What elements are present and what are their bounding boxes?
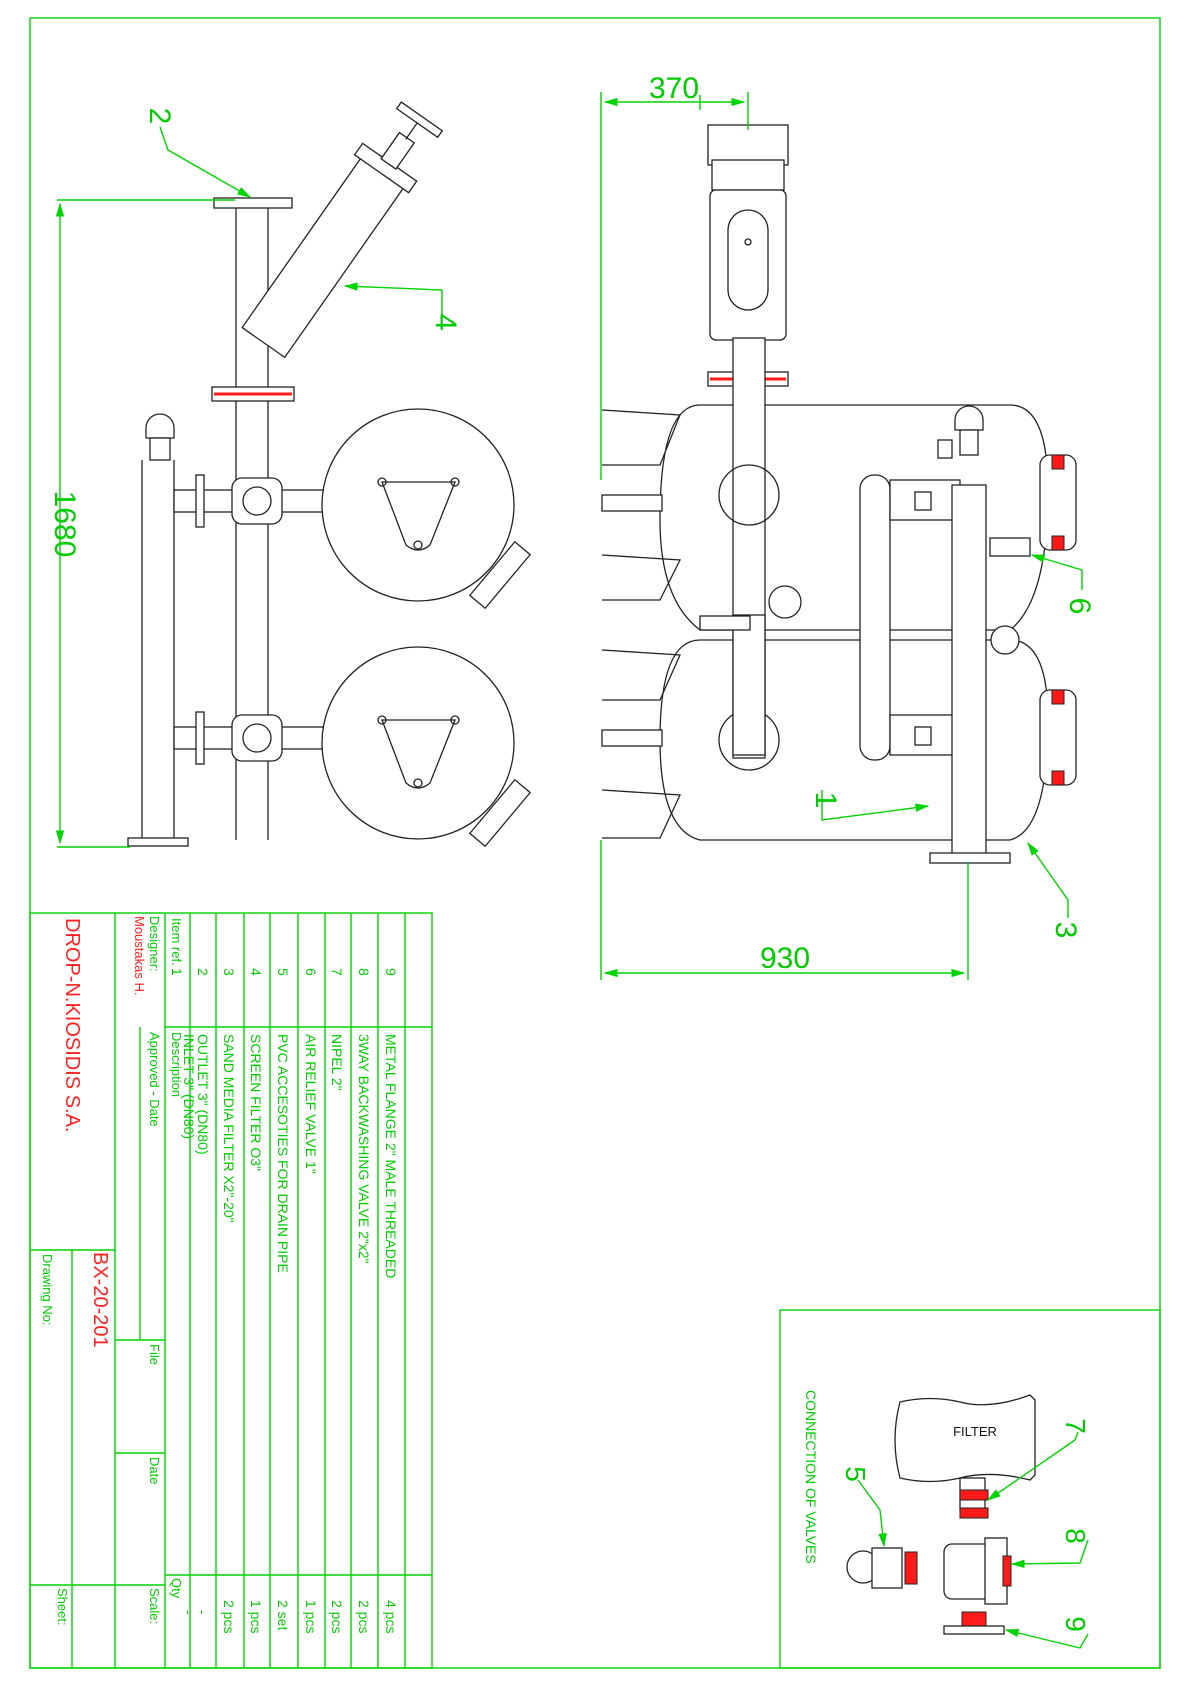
detail-callout-5: 5: [840, 1466, 871, 1482]
approved-label: Approved - Date: [147, 1032, 162, 1127]
part-description: PVC ACCESOTIES FOR DRAIN PIPE: [275, 1034, 291, 1273]
part-qty: 1 pcs: [303, 1600, 319, 1633]
dimension-width-top-label: 370: [649, 72, 699, 105]
top-view: [127, 101, 532, 848]
callout-4-label: 4: [429, 314, 462, 331]
part-ref: 7: [329, 968, 345, 976]
part-ref: 4: [248, 968, 264, 976]
description-label: Description: [169, 1032, 184, 1097]
callout-6-label: 6: [1063, 598, 1096, 615]
date-label: Date: [147, 1457, 162, 1484]
part-description: INLET 3" (DN80): [181, 1034, 197, 1139]
part-description: METAL FLANGE 2" MALE THREADED: [383, 1034, 399, 1278]
qty-label: Qty: [169, 1578, 184, 1599]
part-qty: -: [181, 1610, 197, 1615]
part-qty: 4 pcs: [383, 1600, 399, 1633]
valve-connection-detail: CONNECTION OF VALVES FILTER 7 5 8 9: [779, 1309, 1161, 1669]
title-block: [29, 912, 433, 1669]
part-description: SCREEN FILTER O3": [248, 1034, 264, 1171]
scale-label: Scale:: [147, 1588, 162, 1624]
designer-name: Moustakas H.: [132, 916, 147, 995]
part-ref: 9: [383, 968, 399, 976]
part-description: SAND MEDIA FILTER X2"-20": [221, 1034, 237, 1223]
callout-2-label: 2: [143, 108, 176, 125]
file-label: File: [147, 1344, 162, 1365]
side-view: [601, 124, 1077, 864]
callout-4: 4: [343, 282, 462, 331]
part-description: AIR RELIEF VALVE 1": [303, 1034, 319, 1174]
dimension-1680: 1680: [48, 199, 235, 848]
part-description: OUTLET 3" (DN80): [195, 1034, 211, 1155]
sheet-label: Sheet:: [55, 1588, 70, 1626]
callout-3: 3: [1027, 841, 1082, 939]
designer-label: Designer:: [147, 916, 162, 972]
part-ref: 5: [275, 968, 291, 976]
callout-6: 6: [1030, 554, 1096, 615]
part-qty: -: [195, 1610, 211, 1615]
detail-callout-9: 9: [1060, 1616, 1091, 1632]
part-ref: 2: [195, 968, 211, 976]
part-qty: 2 set: [275, 1600, 291, 1630]
drawing-number: BX-20-201: [89, 1252, 111, 1348]
item-ref-label: Item ref.: [169, 918, 184, 966]
detail-callout-8: 8: [1060, 1528, 1091, 1544]
part-qty: 1 pcs: [248, 1600, 264, 1633]
detail-callout-7: 7: [1060, 1418, 1091, 1434]
dimension-930: 930: [600, 840, 969, 980]
part-description: 3WAY BACKWASHING VALVE 2"x2": [356, 1034, 372, 1264]
part-ref: 8: [356, 968, 372, 976]
sheet-border: [29, 17, 1161, 1669]
detail-title: CONNECTION OF VALVES: [803, 1390, 819, 1564]
part-ref: 3: [221, 968, 237, 976]
part-ref: 6: [303, 968, 319, 976]
part-description: NIPEL 2": [329, 1034, 345, 1091]
part-qty: 2 pcs: [221, 1600, 237, 1633]
part-qty: 2 pcs: [329, 1600, 345, 1633]
callout-1-label: 1: [809, 792, 842, 809]
part-qty: 2 pcs: [356, 1600, 372, 1633]
callout-1: 1: [809, 790, 930, 821]
part-ref: 1: [169, 968, 185, 976]
dimension-width-bottom-label: 930: [760, 942, 810, 975]
parts-list: 9 METAL FLANGE 2" MALE THREADED 4 pcs 8 …: [169, 968, 399, 1633]
drawing-no-label: Drawing No:: [40, 1254, 55, 1326]
dimension-height-label: 1680: [48, 491, 81, 558]
dimension-370: 370: [600, 72, 749, 480]
callout-3-label: 3: [1049, 922, 1082, 939]
company-name: DROP-N.KIOSIDIS S.A.: [61, 918, 83, 1132]
detail-filter-label: FILTER: [953, 1424, 997, 1439]
callout-2: 2: [143, 108, 252, 198]
